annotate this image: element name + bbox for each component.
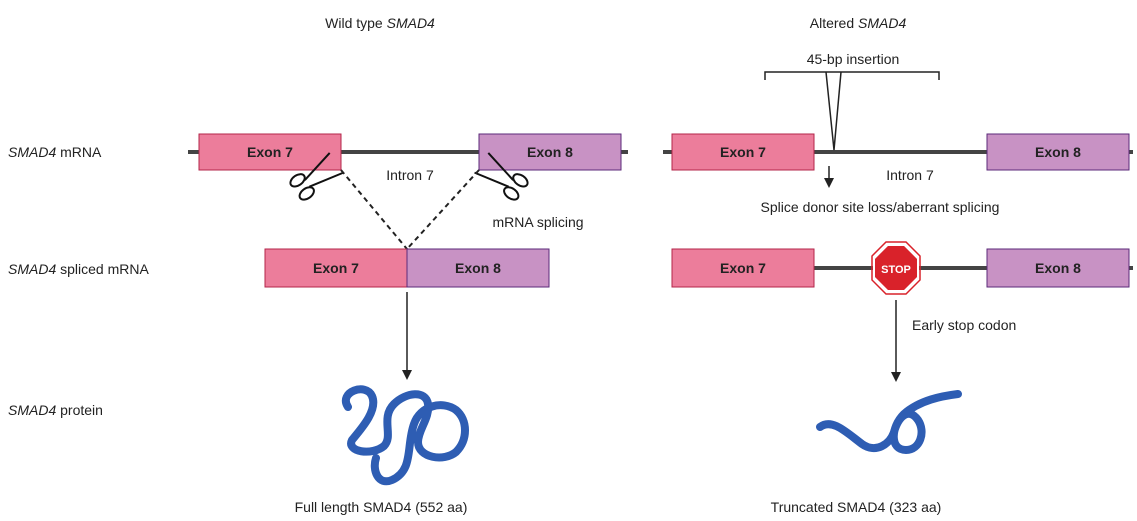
header-wild-type: Wild type SMAD4 <box>325 15 435 31</box>
splice-loss-label: Splice donor site loss/aberrant splicing <box>761 199 1000 215</box>
altered-exon7-label: Exon 7 <box>720 144 766 160</box>
stop-sign-label: STOP <box>881 264 911 276</box>
insertion-label: 45-bp insertion <box>807 51 900 67</box>
scissors-right-icon <box>474 152 529 201</box>
header-altered: Altered SMAD4 <box>810 15 907 31</box>
wild-intron-label: Intron 7 <box>386 167 434 183</box>
spliced-exon8-label: Exon 8 <box>455 260 501 276</box>
truncated-protein-label: Truncated SMAD4 (323 aa) <box>771 499 942 515</box>
splice-dashed-left <box>340 169 408 250</box>
altered-aberrant-mrna: Exon 7 Exon 8 <box>671 248 1133 288</box>
stop-sign-icon: STOP <box>871 241 921 295</box>
altered-exon8-label: Exon 8 <box>1035 144 1081 160</box>
altered-pre-mrna: Exon 7 Exon 8 Intron 7 <box>663 133 1133 183</box>
spliced-exon7-label: Exon 7 <box>313 260 359 276</box>
wild-exon8-label: Exon 8 <box>527 144 573 160</box>
full-length-protein-label: Full length SMAD4 (552 aa) <box>295 499 468 515</box>
spliced-exon8-box <box>406 248 550 288</box>
aberrant-exon7-label: Exon 7 <box>720 260 766 276</box>
wild-pre-mrna: Exon 7 Exon 8 Intron 7 <box>188 133 628 183</box>
full-length-protein-icon <box>341 385 469 486</box>
aberrant-exon8-label: Exon 8 <box>1035 260 1081 276</box>
row-label-mrna: SMAD4 mRNA <box>8 144 102 160</box>
altered-intron-label: Intron 7 <box>886 167 934 183</box>
row-label-protein: SMAD4 protein <box>8 402 103 418</box>
wild-spliced-mrna: Exon 7 Exon 8 <box>264 248 550 288</box>
early-stop-label: Early stop codon <box>912 317 1016 333</box>
insertion-wedge <box>825 71 842 151</box>
wild-exon7-label: Exon 7 <box>247 144 293 160</box>
aberrant-exon7-box <box>671 248 815 288</box>
wild-exon8-box <box>478 133 622 171</box>
wild-exon7-box <box>198 133 342 171</box>
row-label-spliced-mrna: SMAD4 spliced mRNA <box>8 261 149 277</box>
aberrant-exon8-box <box>986 248 1130 288</box>
altered-exon7-box <box>671 133 815 171</box>
splicing-label: mRNA splicing <box>492 214 583 230</box>
altered-exon8-box <box>986 133 1130 171</box>
insertion-bracket <box>764 71 940 80</box>
truncated-protein-icon <box>816 390 962 454</box>
scissors-left-icon <box>289 152 344 201</box>
